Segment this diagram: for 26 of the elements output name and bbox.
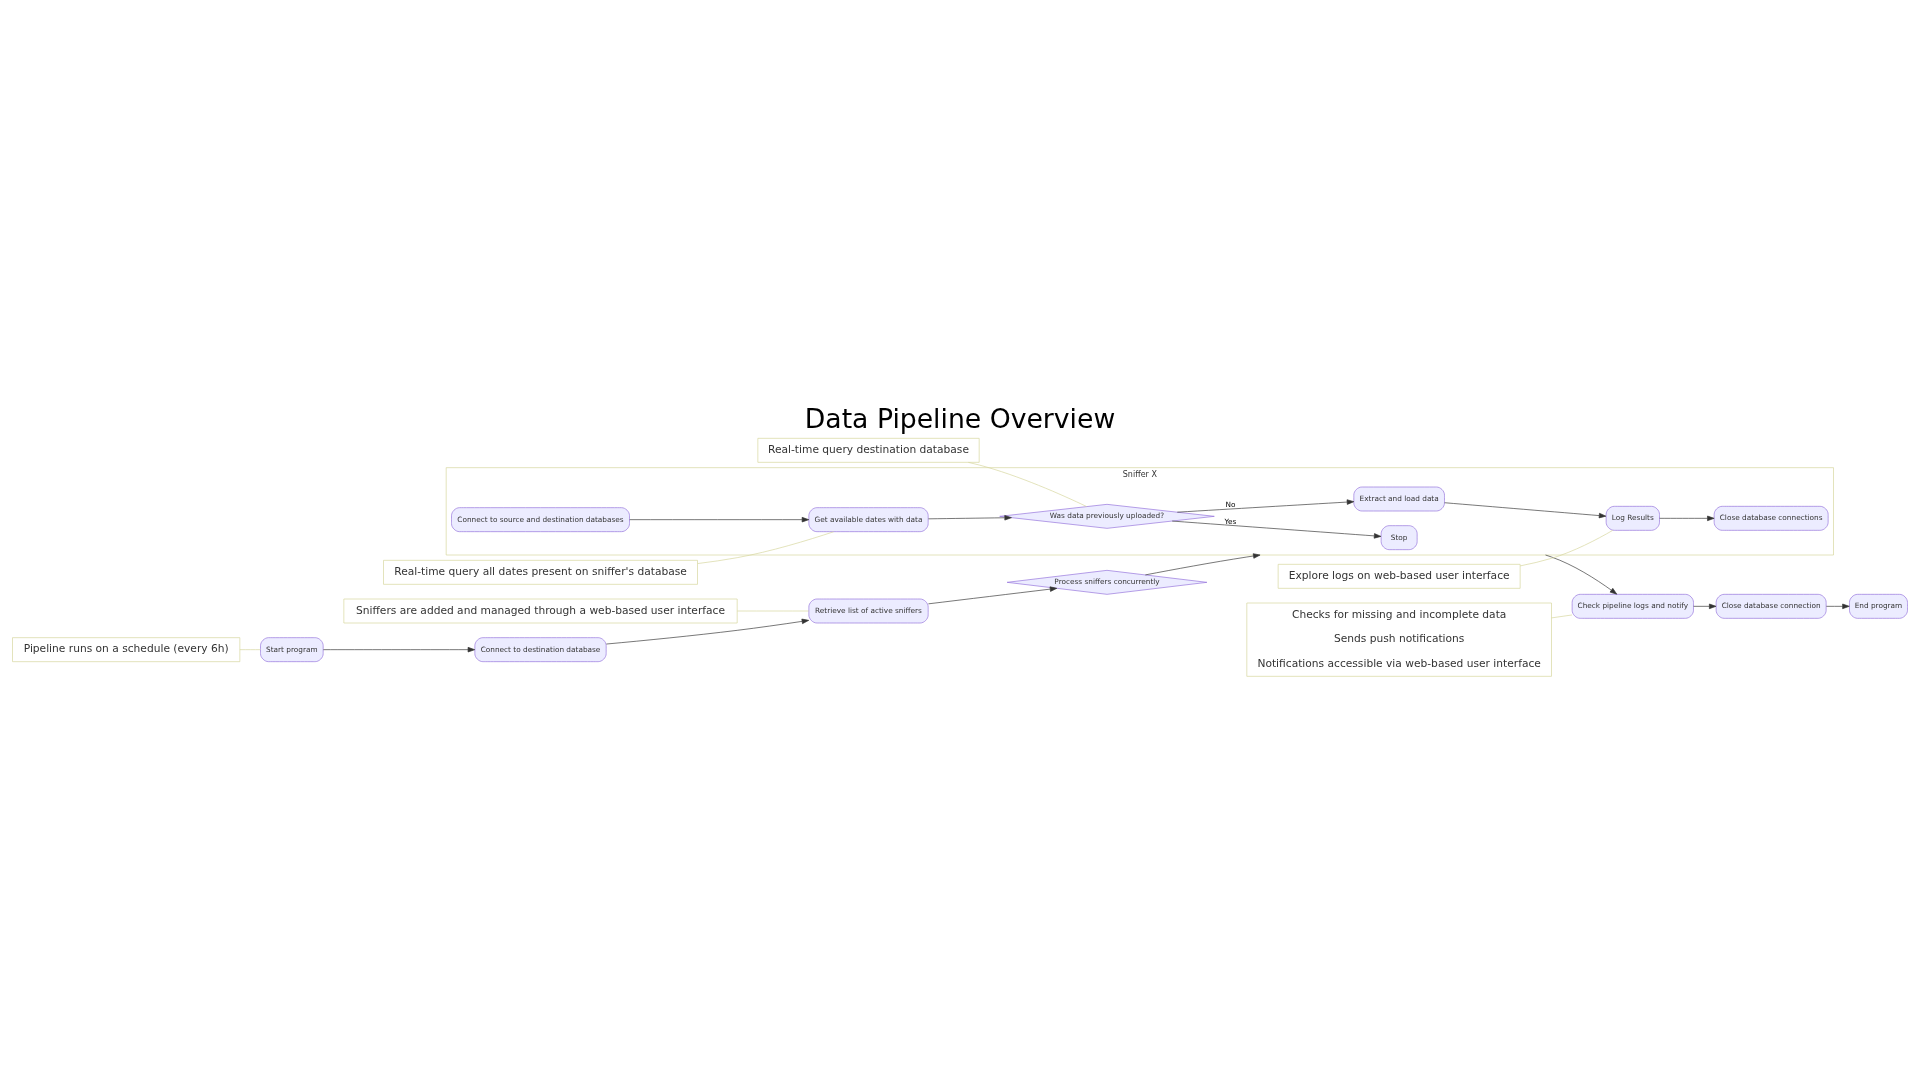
node-box: Sniffers are added and managed through a web-based user interface [343,598,738,624]
connector [697,531,834,564]
diagram-title: Data Pipeline Overview [804,402,1116,434]
arrow [1659,515,1715,521]
arrow [1693,603,1717,609]
arrow [1177,499,1355,513]
node-box: Real-time query all dates present on sniffer's database [383,560,698,585]
node-box: Checks for missing and incomplete data Sends push notifications Notifications accessible via web-based user interface [1246,602,1552,677]
node-box: Explore logs on web-based user interface [1277,564,1521,589]
arrow [1145,553,1261,576]
connector [737,610,810,612]
arrow [1826,603,1850,609]
node-box: Pipeline runs on a schedule (every 6h) [12,637,241,662]
arrow [606,618,810,645]
arrow [1545,554,1618,595]
arrow [928,586,1058,605]
arrow [629,517,810,523]
arrow [928,515,1012,521]
arrow [323,647,476,653]
node-box: Real-time query destination database [757,438,980,463]
connector [1519,530,1614,567]
connector [968,462,1087,507]
connector [239,649,261,650]
connector [1551,614,1573,619]
arrow [1444,502,1607,519]
arrow [1171,520,1382,539]
